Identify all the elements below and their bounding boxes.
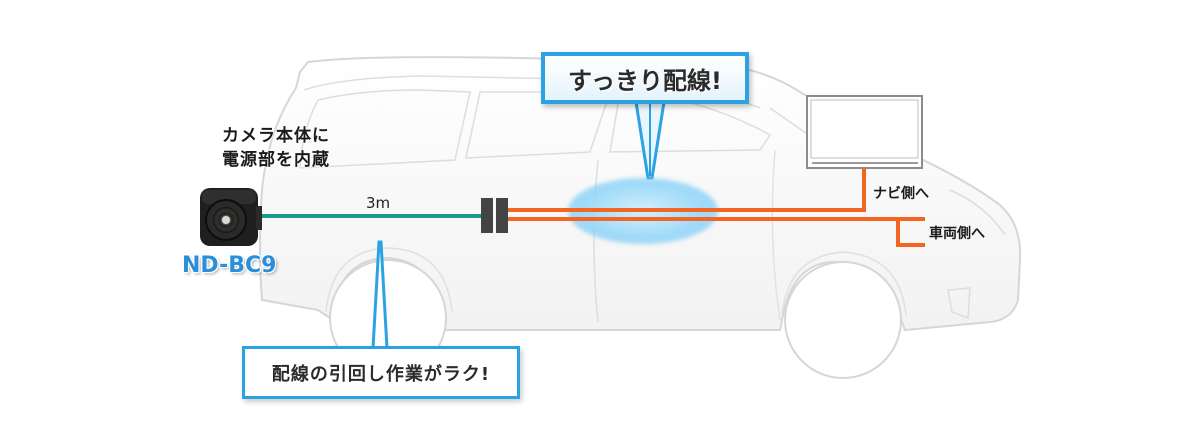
callout-clean-wiring-text: すっきり配線! xyxy=(568,66,722,95)
vehicle-destination-label: 車両側へ xyxy=(929,226,985,242)
callout-clean-wiring: すっきり配線! xyxy=(541,52,749,104)
cable-length-label: 3m xyxy=(366,194,391,212)
navi-destination-label: ナビ側へ xyxy=(873,186,929,202)
camera-caption: カメラ本体に 電源部を内蔵 xyxy=(222,124,330,172)
highlight-glow xyxy=(568,178,718,244)
callout-easy-routing-text: 配線の引回し作業がラク! xyxy=(271,363,491,385)
navi-monitor xyxy=(806,95,923,169)
camera-model-label: ND-BC9 xyxy=(182,253,277,278)
camera-icon xyxy=(200,188,262,246)
camera-caption-line2: 電源部を内蔵 xyxy=(222,150,330,170)
connector-right xyxy=(496,198,508,233)
connector-left xyxy=(481,198,493,233)
camera-caption-line1: カメラ本体に xyxy=(222,126,330,146)
callout-easy-routing: 配線の引回し作業がラク! xyxy=(242,346,520,399)
